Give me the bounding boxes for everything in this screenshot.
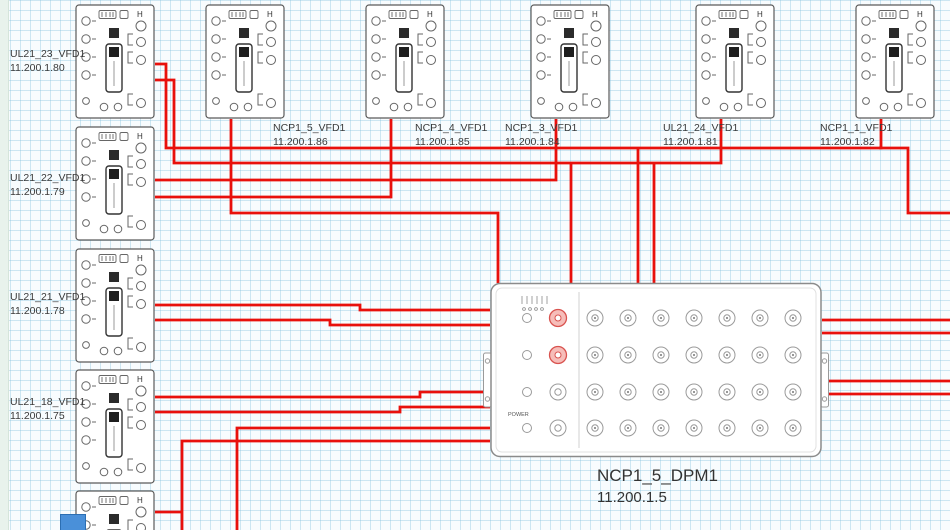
dpm-inner-outline [495,287,817,453]
device-label-ul21-21: UL21_21_VFD1 11.200.1.78 [10,291,85,318]
device-name: NCP1_4_VFD1 [415,122,488,134]
status-indicator-icons [521,296,548,311]
device-name: NCP1_1_VFD1 [820,122,893,134]
device-ip: 11.200.1.84 [505,135,560,148]
aux-ports [522,313,532,433]
device-name: UL21_23_VFD1 [10,48,86,60]
vfd-module-ul21-21[interactable] [75,248,155,363]
device-name: NCP1_5_VFD1 [273,122,346,134]
device-ip: 11.200.1.80 [10,61,65,74]
device-name: NCP1_3_VFD1 [505,122,578,134]
cable-left4-to-dpm-1[interactable] [155,390,490,399]
device-name: UL21_22_VFD1 [10,172,86,184]
blue-element-fragment[interactable] [60,514,86,530]
vfd-module-ul21-18[interactable] [75,369,155,484]
dpm-device[interactable]: POWER [482,282,830,458]
cable-bottom-to-dpm-1[interactable] [235,426,490,530]
vfd-module-ul21-24[interactable] [695,4,775,119]
dpm-housing [490,282,822,458]
cable-top5-to-left1[interactable] [155,62,883,150]
vfd-module-ul21-22[interactable] [75,126,155,241]
vfd-module-ncp1-3[interactable] [530,4,610,119]
cable-left3-to-dpm-2[interactable] [155,318,490,327]
dpm-port-grid [586,309,802,437]
cable-top3-to-left2[interactable] [155,119,558,182]
device-ip: 11.200.1.82 [820,135,875,148]
vfd-module-ul21-23[interactable] [75,4,155,119]
vfd-module-ncp1-5[interactable] [205,4,285,119]
device-ip: 11.200.1.75 [10,409,65,422]
vfd-module-left-partial[interactable] [75,490,155,530]
device-name: UL21_21_VFD1 [10,291,86,303]
device-ip: 11.200.1.79 [10,185,65,198]
device-label-ncp1-3: NCP1_3_VFD1 11.200.1.84 [505,122,577,149]
canvas-left-margin [0,0,9,530]
vfd-module-ncp1-4[interactable] [365,4,445,119]
dpm-ip-label: 11.200.1.5 [597,489,667,506]
device-label-ncp1-1: NCP1_1_VFD1 11.200.1.82 [820,122,892,149]
device-label-ncp1-4: NCP1_4_VFD1 11.200.1.85 [415,122,487,149]
cable-left4-to-dpm-2[interactable] [155,405,490,414]
cable-top1-to-dpm[interactable] [229,119,500,283]
highlighted-ports [548,308,568,365]
cable-top2-to-left2[interactable] [155,119,393,199]
power-label: POWER [508,412,529,418]
cable-bottom-to-dpm-2[interactable] [180,439,490,530]
device-label-ul21-24: UL21_24_VFD1 11.200.1.81 [663,122,738,149]
device-label-ul21-22: UL21_22_VFD1 11.200.1.79 [10,172,85,199]
device-label-ncp1-5: NCP1_5_VFD1 11.200.1.86 [273,122,345,149]
device-ip: 11.200.1.81 [663,135,718,148]
cable-left3-to-dpm-1[interactable] [155,303,490,312]
device-name: UL21_18_VFD1 [10,396,86,408]
dpm-name-label: NCP1_5_DPM1 [597,466,718,485]
device-label-ul21-18: UL21_18_VFD1 11.200.1.75 [10,396,85,423]
left-ports [549,383,567,437]
device-label-ul21-23: UL21_23_VFD1 11.200.1.80 [10,48,85,75]
vfd-module-ncp1-1[interactable] [855,4,935,119]
device-name: UL21_24_VFD1 [663,122,739,134]
cable-right-edge-loop[interactable] [879,146,950,215]
device-ip: 11.200.1.78 [10,304,65,317]
device-ip: 11.200.1.86 [273,135,328,148]
device-ip: 11.200.1.85 [415,135,470,148]
cable-top4-to-left1[interactable] [155,78,723,165]
